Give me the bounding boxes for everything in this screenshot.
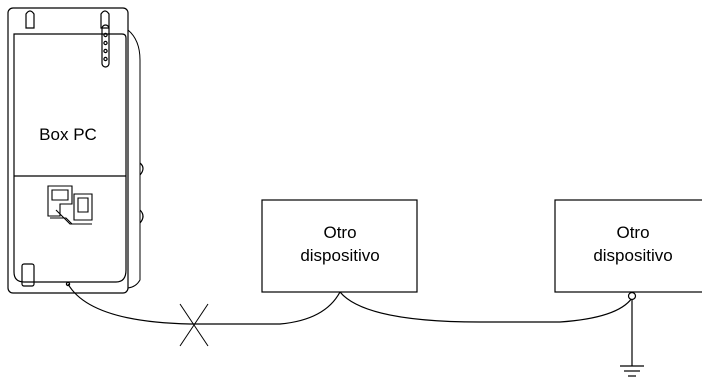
device-1-line1: Otro [323, 223, 356, 242]
cable-boxpc-to-device-1 [67, 283, 341, 325]
box-pc-logo-icon [47, 185, 93, 225]
device-2-line2: dispositivo [593, 246, 672, 265]
device-box-2: Otro dispositivo [554, 199, 702, 293]
ground-screw [65, 281, 71, 287]
ground-symbol-icon [620, 291, 644, 377]
cable-device-1-to-device-2 [339, 291, 633, 323]
mount-hole-top-right [100, 10, 110, 29]
box-pc-label: Box PC [39, 125, 97, 144]
bottom-bracket [21, 263, 35, 287]
mounting-plate [7, 7, 129, 294]
side-connector-bottom [139, 209, 144, 224]
side-connector-top [139, 162, 144, 176]
mount-hole-top-left [25, 10, 35, 29]
box-pc-unit [7, 7, 144, 294]
device-1-line2: dispositivo [300, 246, 379, 265]
x-mark-icon [179, 303, 209, 347]
device-2-line1: Otro [616, 223, 649, 242]
led-strip [101, 24, 110, 68]
device-box-1: Otro dispositivo [261, 199, 418, 293]
